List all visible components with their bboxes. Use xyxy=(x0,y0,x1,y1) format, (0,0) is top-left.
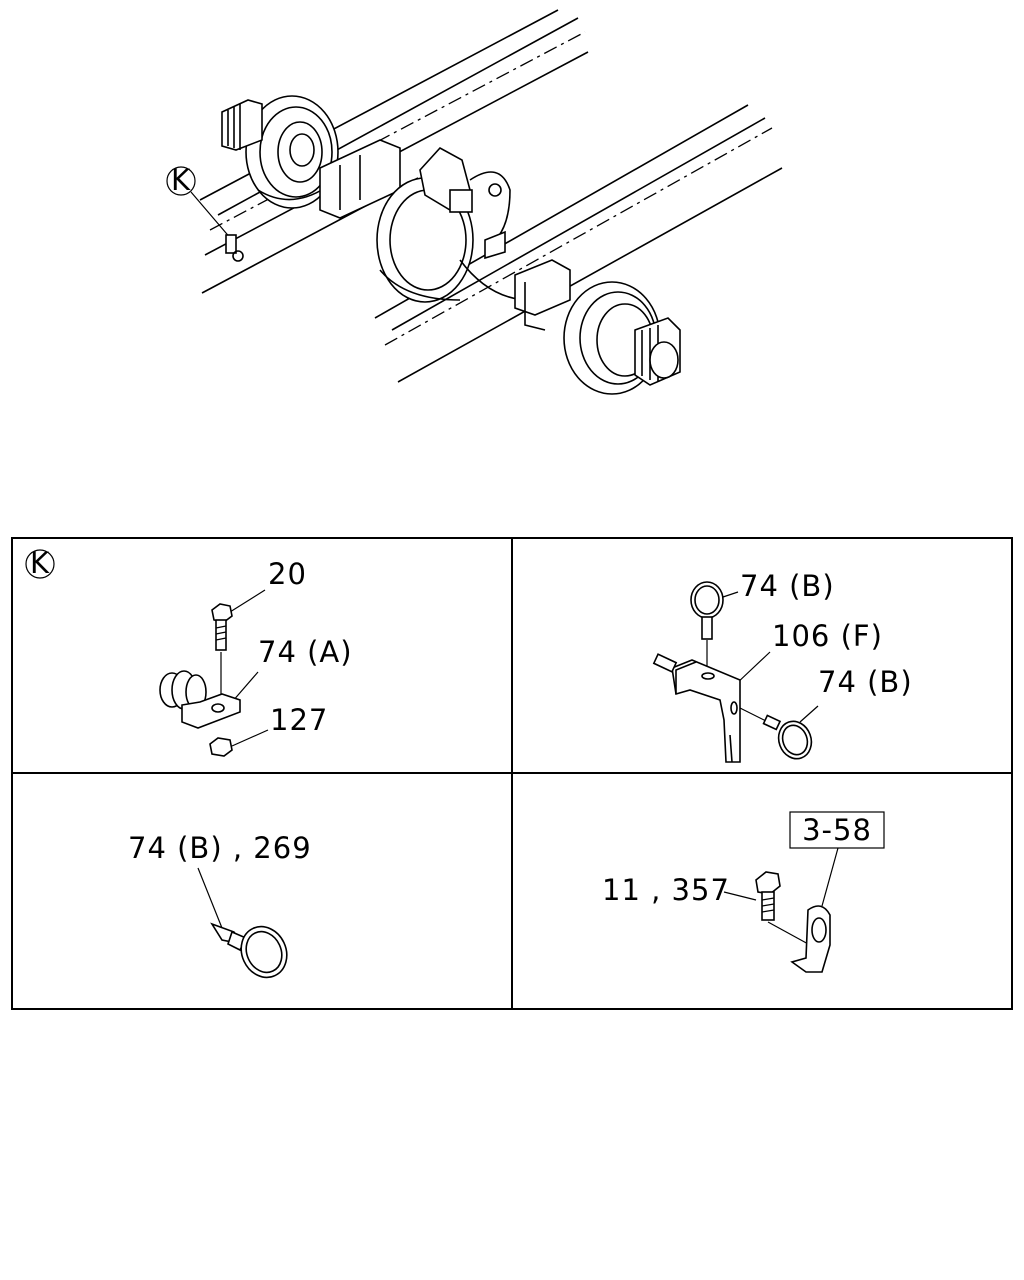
label-part-74b-269: 74 (B) , 269 xyxy=(128,831,312,865)
callout-k-axle: K xyxy=(166,163,244,262)
label-ref-3-58: 3-58 xyxy=(802,813,872,847)
axle-assembly-illustration: K xyxy=(166,9,783,395)
bracket-clip-part xyxy=(790,905,831,973)
right-wheel-hub xyxy=(563,281,681,395)
callout-k-letter: K xyxy=(171,163,191,197)
bolt-part-bottom xyxy=(755,871,781,921)
left-wheel-hub xyxy=(221,95,339,209)
right-axle-sleeve xyxy=(514,259,571,316)
panel-bottom-left: 74 (B) , 269 xyxy=(128,831,312,979)
label-part-20: 20 xyxy=(268,557,307,591)
band-clip-top xyxy=(690,581,724,640)
differential-housing xyxy=(319,139,531,303)
band-clip-right xyxy=(762,714,813,760)
panel-top-left: K 20 74 (A) 127 xyxy=(25,546,353,757)
reference-box xyxy=(789,811,885,849)
rubber-clip-part xyxy=(159,670,241,729)
nut-part xyxy=(209,737,233,757)
label-part-74b-top: 74 (B) xyxy=(740,569,835,603)
label-part-127: 127 xyxy=(270,703,328,737)
detail-grid xyxy=(11,537,1013,1010)
label-part-106f: 106 (F) xyxy=(772,619,883,653)
label-part-74b-right: 74 (B) xyxy=(818,665,913,699)
bolt-part xyxy=(211,603,233,651)
panel-top-right: 74 (B) 106 (F) 74 (B) xyxy=(652,569,913,763)
label-part-11-357: 11 , 357 xyxy=(602,873,730,907)
panel-bottom-right: 3-58 11 , 357 xyxy=(602,811,885,973)
bracket-part xyxy=(652,653,741,763)
label-part-74a: 74 (A) xyxy=(258,635,353,669)
panel-marker-k: K xyxy=(30,546,50,580)
band-clip-part xyxy=(210,922,288,979)
